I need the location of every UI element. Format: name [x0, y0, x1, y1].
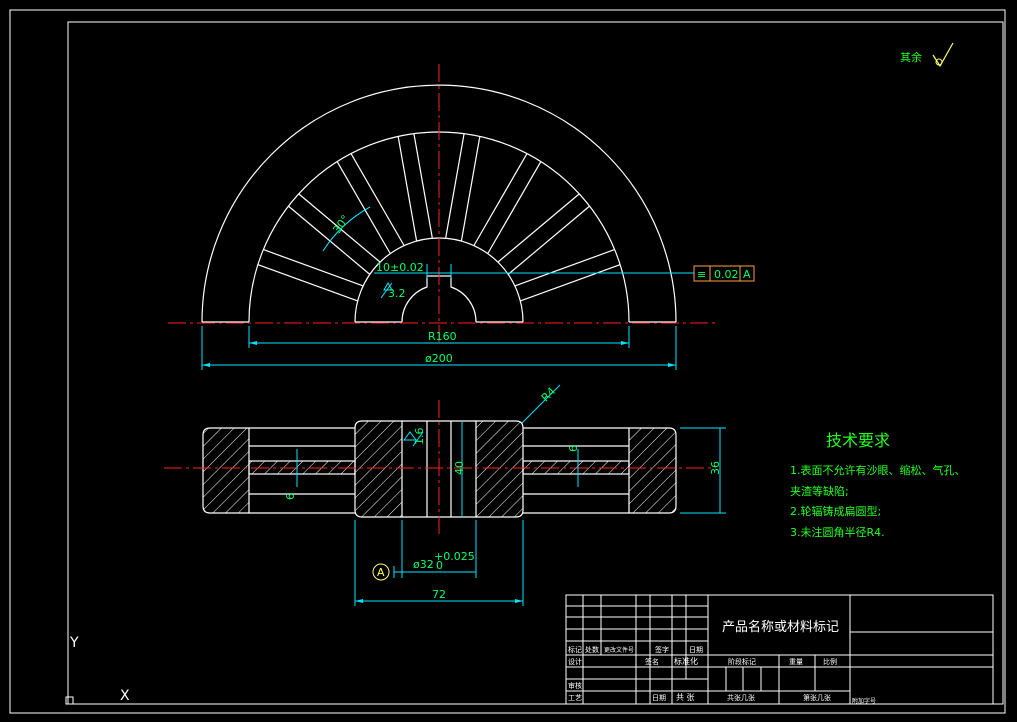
sheet-inner-border — [67, 21, 1004, 705]
tb-row-weight: 重量 — [789, 658, 803, 666]
keyway-width-text: 10±0.02 — [376, 261, 424, 274]
hub-height-text: 40 — [453, 461, 466, 475]
spoke-edge — [473, 153, 528, 246]
sheet-outer-border — [9, 9, 1006, 714]
bore-tolerance-upper: +0.025 — [434, 550, 475, 563]
tech-requirement-line: 2.轮辐铸成扁圆型; — [790, 504, 881, 518]
fillet-dimension-text: R4 — [539, 385, 559, 405]
ucs-icon: Y X — [65, 635, 130, 705]
rim-height-text: 36 — [709, 461, 722, 475]
spoke-edge — [487, 161, 542, 254]
spoke-edge — [520, 263, 621, 302]
spoke-edge — [350, 153, 405, 246]
tb-row-design: 设计 — [568, 657, 582, 666]
tolerance-value: 0.02 — [714, 268, 739, 281]
angle-dimension-text: 30° — [330, 213, 352, 236]
tb-row-process: 工艺 — [568, 694, 582, 702]
spoke-edge — [262, 248, 364, 287]
tb-row-sheets: 共张几张 — [727, 693, 755, 702]
spokes-group — [257, 133, 621, 302]
left-rim-section — [202, 427, 250, 514]
fillet-leader — [521, 384, 561, 424]
rim-outer-arc — [201, 84, 677, 323]
technical-requirements: 技术要求 1.表面不允许有沙眼、缩松、气孔、 夹渣等缺陷; 2.轮辐铸成扁圆型;… — [790, 431, 966, 539]
spoke-edge — [336, 161, 391, 254]
title-block: 产品名称或材料标记 标记 处数 更改文件号 签字 日期 设计 签名 标准化 阶段… — [565, 594, 994, 705]
spoke-edge — [460, 136, 481, 241]
tb-header-count: 处数 — [585, 645, 599, 654]
tech-requirement-line: 3.未注圆角半径R4. — [790, 525, 885, 539]
hub-right-section — [475, 420, 524, 518]
right-rim-section — [628, 427, 677, 514]
datum-a-label: A — [377, 566, 385, 579]
tb-header-mark: 标记 — [568, 645, 582, 654]
hub-width-text: 72 — [432, 588, 446, 601]
bore-dimension-text: ø32 — [413, 558, 434, 571]
tb-row-stage-mark: 阶段标记 — [728, 657, 756, 666]
bore-tolerance-lower: 0 — [436, 559, 443, 572]
datum-a-circle — [372, 563, 390, 581]
spoke-edge — [287, 205, 370, 275]
web-thickness-left-text: 6 — [284, 493, 297, 500]
front-view — [168, 64, 718, 342]
tolerance-frame — [693, 265, 755, 282]
angle-dimension-arc — [322, 206, 371, 252]
keyway-roughness-text: 3.2 — [388, 287, 406, 300]
section-view — [164, 400, 716, 535]
spoke-edge — [413, 133, 433, 238]
tech-requirements-title: 技术要求 — [826, 431, 890, 450]
symmetry-symbol-icon: ≡ — [697, 268, 706, 281]
spoke-edge — [497, 193, 580, 263]
tb-row-standard: 标准化 — [674, 656, 698, 666]
tech-requirement-line: 1.表面不允许有沙眼、缩松、气孔、 — [790, 463, 966, 477]
hub-roughness-icon — [403, 431, 417, 441]
tb-row-sign-name: 签名 — [645, 657, 659, 666]
product-name: 产品名称或材料标记 — [722, 619, 839, 635]
ucs-x-label: X — [120, 688, 130, 704]
spoke-edge — [397, 136, 418, 241]
tech-requirement-line: 夹渣等缺陷; — [790, 484, 849, 498]
section-view-dimensions: R4 1.6 40 36 6 6 A ø32 +0.025 0 72 — [284, 384, 726, 606]
spoke-edge — [445, 133, 465, 238]
tb-row-scale: 比例 — [823, 657, 837, 666]
hub-roughness-text: 1.6 — [413, 428, 426, 446]
ucs-y-label: Y — [69, 635, 79, 651]
radius-dimension-text: R160 — [428, 330, 457, 343]
tb-row-extra: 附加字号 — [852, 697, 876, 705]
tb-row-review: 审核 — [568, 681, 582, 690]
tb-row-sheet-total: 共 张 — [676, 693, 695, 702]
front-view-dimensions: 30° 10±0.02 3.2 ≡ 0.02 A R160 ø200 — [201, 206, 755, 370]
tb-row-sheet-no: 第张几张 — [803, 693, 831, 702]
roughness-symbol-icon — [932, 42, 954, 68]
tb-header-date: 日期 — [689, 646, 703, 654]
surface-finish-label: 其余 — [900, 50, 922, 64]
tb-header-change-doc: 更改文件号 — [604, 646, 634, 654]
web-thickness-right-text: 6 — [567, 445, 580, 452]
surface-finish-note: 其余 — [900, 42, 954, 68]
hub-left-section — [354, 420, 403, 518]
tb-row-date: 日期 — [652, 694, 666, 702]
spoke-edge — [257, 263, 358, 302]
spoke-edge — [514, 248, 616, 287]
spoke-edge — [508, 205, 591, 275]
diameter-dimension-text: ø200 — [425, 352, 453, 365]
spoke-edge — [298, 193, 381, 263]
tb-header-sign: 签字 — [655, 645, 669, 654]
tolerance-datum: A — [743, 268, 751, 281]
